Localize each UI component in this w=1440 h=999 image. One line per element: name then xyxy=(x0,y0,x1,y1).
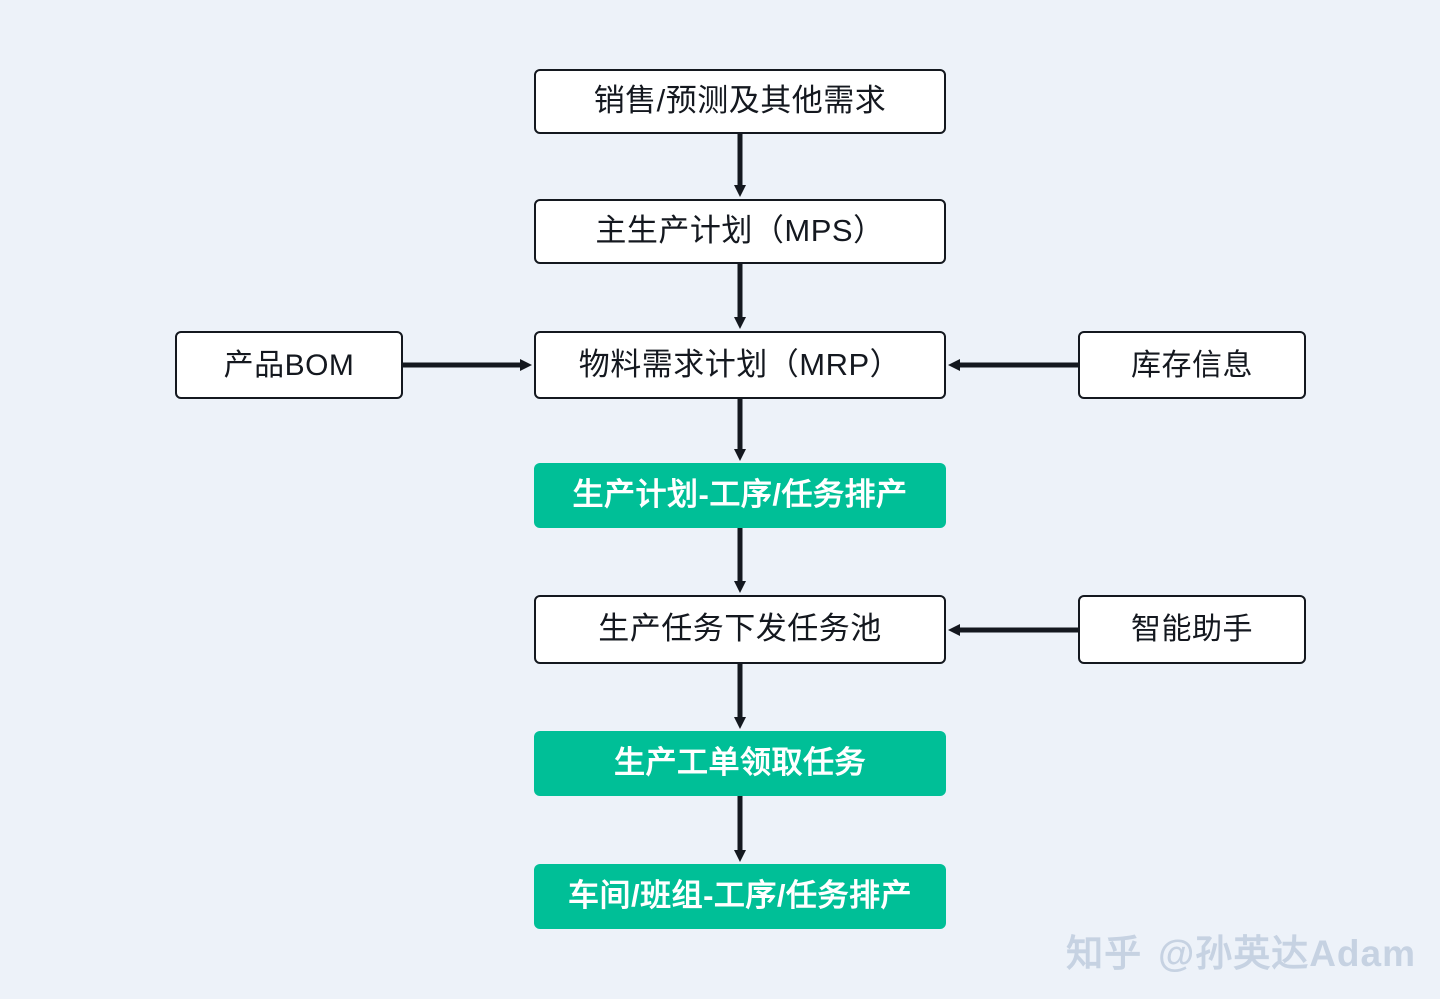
node-label: 车间/班组-工序/任务排产 xyxy=(567,878,913,914)
watermark-handle: @孙英达Adam xyxy=(1158,933,1416,974)
node-product-bom[interactable]: 产品BOM xyxy=(175,331,403,399)
node-label: 物料需求计划（MRP） xyxy=(578,346,902,382)
node-label: 生产任务下发任务池 xyxy=(598,611,882,647)
node-sales-forecast-demand[interactable]: 销售/预测及其他需求 xyxy=(534,69,946,134)
node-production-plan-scheduling[interactable]: 生产计划-工序/任务排产 xyxy=(534,463,946,528)
node-inventory-information[interactable]: 库存信息 xyxy=(1078,331,1306,399)
node-label: 产品BOM xyxy=(223,348,355,382)
node-work-order-claim-task[interactable]: 生产工单领取任务 xyxy=(534,731,946,796)
node-smart-assistant[interactable]: 智能助手 xyxy=(1078,595,1306,664)
node-label: 主生产计划（MPS） xyxy=(595,213,885,249)
node-label: 销售/预测及其他需求 xyxy=(593,83,887,119)
node-label: 生产计划-工序/任务排产 xyxy=(572,477,908,513)
node-label: 智能助手 xyxy=(1131,613,1253,646)
node-workshop-team-scheduling[interactable]: 车间/班组-工序/任务排产 xyxy=(534,864,946,929)
node-master-production-schedule[interactable]: 主生产计划（MPS） xyxy=(534,199,946,264)
watermark-site: 知乎 xyxy=(1066,933,1143,974)
node-task-pool-dispatch[interactable]: 生产任务下发任务池 xyxy=(534,595,946,664)
node-label: 生产工单领取任务 xyxy=(614,745,866,781)
node-label: 库存信息 xyxy=(1131,348,1253,382)
node-material-requirements-planning[interactable]: 物料需求计划（MRP） xyxy=(534,331,946,399)
watermark: 知乎 @孙英达Adam xyxy=(1066,923,1416,977)
